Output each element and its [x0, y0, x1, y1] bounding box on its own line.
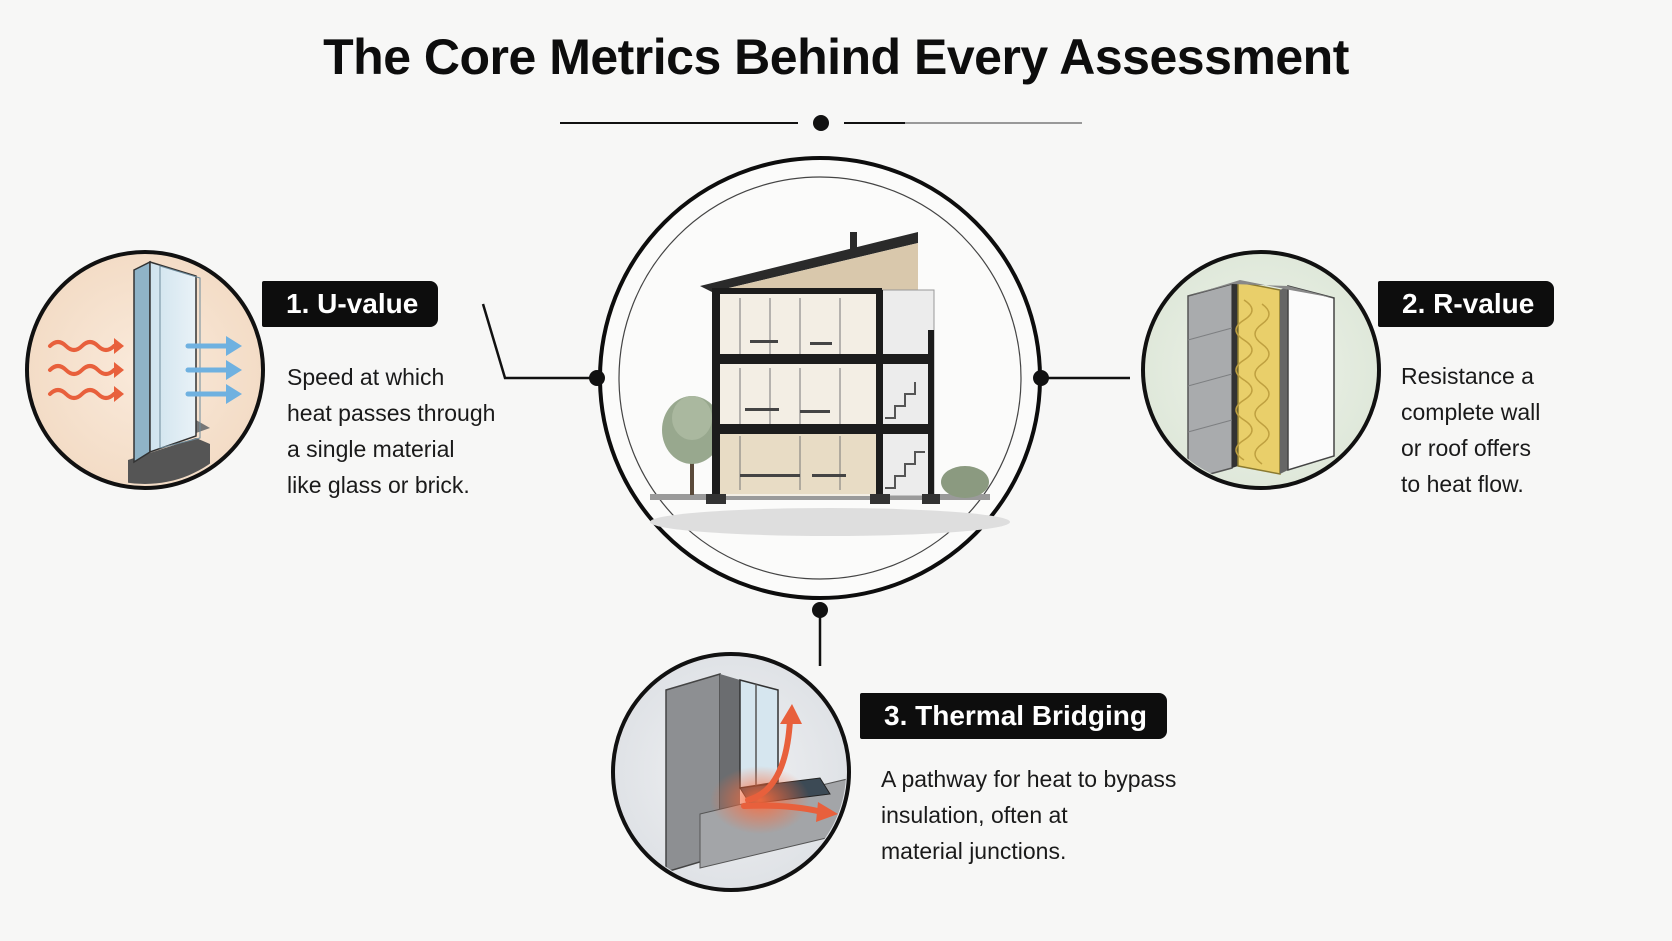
description-line: like glass or brick. — [287, 472, 470, 498]
metric-description-r-value: Resistance a complete wall or roof offer… — [1401, 358, 1540, 502]
metric-label-u-value: 1. U-value — [262, 281, 439, 327]
description-line: a single material — [287, 436, 455, 462]
description-line: to heat flow. — [1401, 471, 1524, 497]
connector-lines — [481, 303, 1130, 666]
description-line: complete wall — [1401, 399, 1541, 425]
description-line: Resistance a — [1401, 363, 1534, 389]
description-line: A pathway for heat to bypass — [881, 766, 1177, 792]
description-line: material junctions. — [881, 838, 1067, 864]
description-line: Speed at which — [287, 364, 445, 390]
description-line: insulation, often at — [881, 802, 1068, 828]
title-divider — [560, 115, 1082, 131]
description-line: or roof offers — [1401, 435, 1531, 461]
window-glazing-heat-flow-icon — [25, 250, 265, 490]
wall-insulation-layers-icon — [1141, 250, 1381, 490]
building-section-icon — [650, 232, 1010, 536]
page-title: The Core Metrics Behind Every Assessment — [323, 29, 1349, 85]
metric-description-thermal-bridging: A pathway for heat to bypass insulation,… — [881, 761, 1176, 869]
description-line: heat passes through — [287, 400, 496, 426]
thermal-bridge-junction-icon — [611, 652, 851, 892]
metric-label-r-value: 2. R-value — [1378, 281, 1555, 327]
metric-label-thermal-bridging: 3. Thermal Bridging — [860, 693, 1167, 739]
metric-description-u-value: Speed at which heat passes through a sin… — [287, 359, 495, 503]
